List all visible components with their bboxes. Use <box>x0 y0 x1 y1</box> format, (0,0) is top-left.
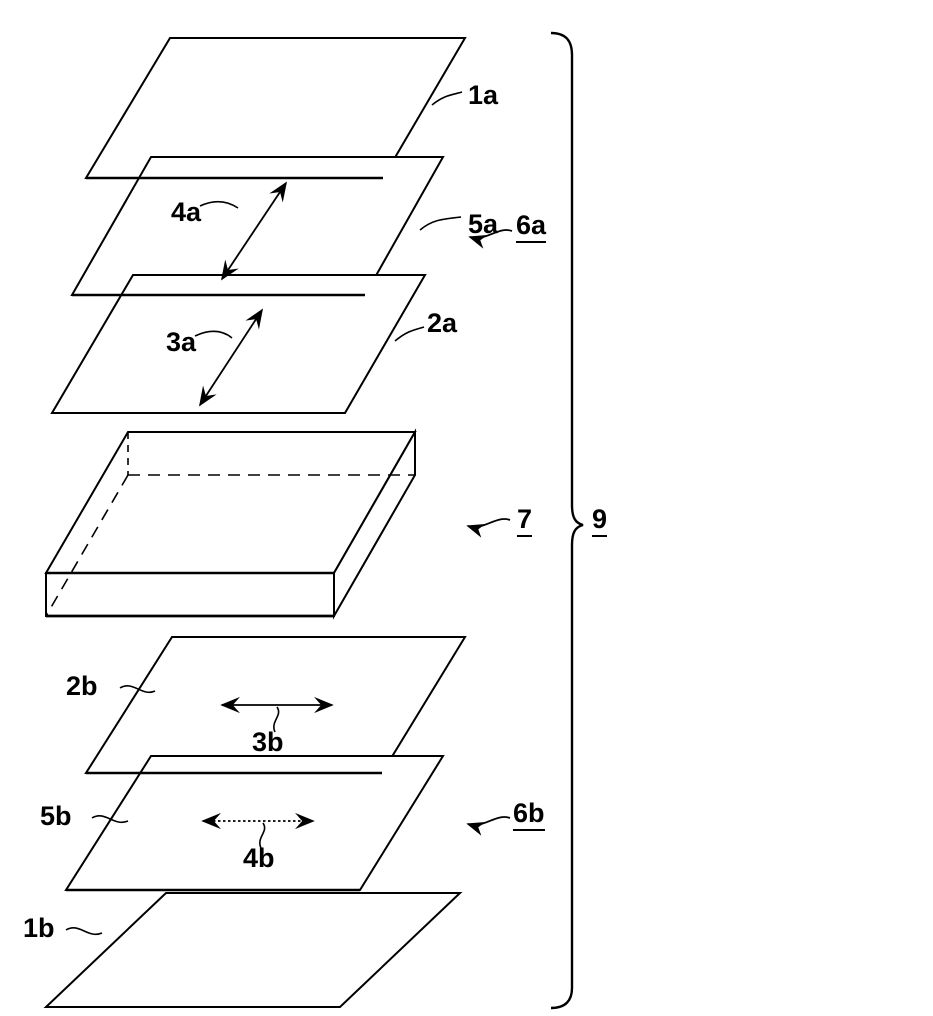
slow-axis-arrow-4a <box>199 181 287 281</box>
assembly-bracket-9 <box>550 31 584 1010</box>
label-7: 7 <box>517 506 533 537</box>
leader-line-1a <box>431 91 463 106</box>
label-3a: 3a <box>166 327 197 357</box>
slow-axis-arrow-4b <box>201 812 315 849</box>
label-9: 9 <box>592 506 608 537</box>
label-4b: 4b <box>243 843 275 873</box>
liquid-crystal-cell-box <box>44 428 417 620</box>
leader-line-2b <box>119 685 156 694</box>
leader-line-1b <box>65 927 103 936</box>
plate-1b <box>43 892 463 1008</box>
leader-line-5a <box>419 216 462 231</box>
leader-line-5b <box>91 815 129 824</box>
optical-axis-arrow-3b <box>220 696 334 733</box>
label-2b: 2b <box>66 671 98 701</box>
callout-arrow-7 <box>466 518 511 538</box>
callout-arrow-6a <box>468 229 513 249</box>
label-2a: 2a <box>427 308 458 338</box>
label-1b: 1b <box>23 913 55 943</box>
leader-line-2a <box>394 326 425 342</box>
label-6a: 6a <box>516 212 547 243</box>
label-6b: 6b <box>513 800 545 831</box>
label-1a: 1a <box>468 80 499 110</box>
optical-axis-arrow-3a <box>194 308 263 407</box>
callout-arrow-6b <box>466 816 511 836</box>
label-4a: 4a <box>171 197 202 227</box>
label-5a: 5a <box>468 209 499 239</box>
label-3b: 3b <box>252 727 284 757</box>
label-5b: 5b <box>40 801 72 831</box>
